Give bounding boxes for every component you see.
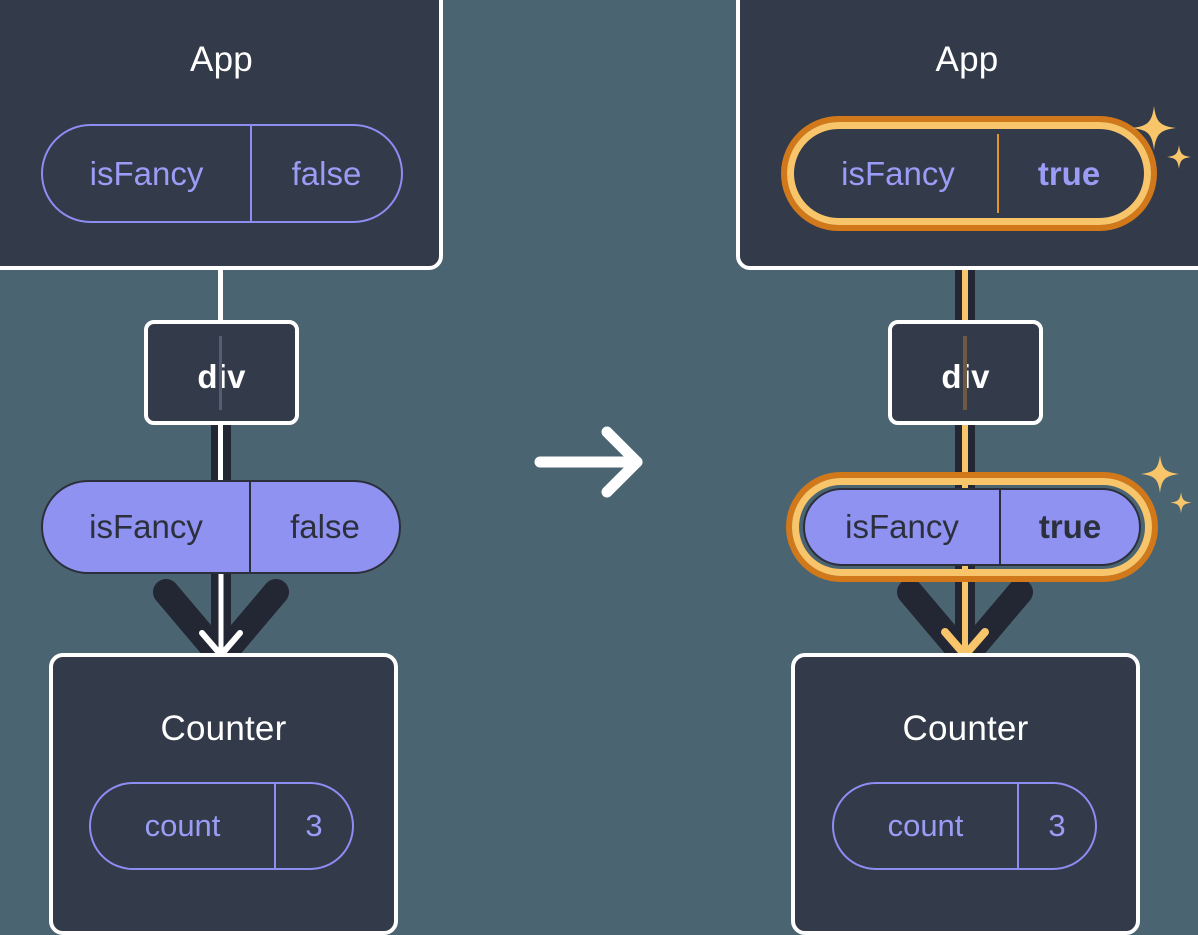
connector-div-to-pill-after-core — [962, 418, 968, 488]
pill-counter-count-after-value: 3 — [1017, 784, 1095, 868]
connector-through-div-after — [963, 336, 967, 410]
sparkles-icon-app-after — [1132, 106, 1191, 169]
connector-through-div-before — [219, 336, 222, 410]
panel-app-after-title: App — [935, 40, 999, 79]
pill-app-isfancy-after[interactable]: isFancy true — [797, 132, 1141, 215]
panel-counter-before-title: Counter — [160, 709, 287, 748]
pill-prop-isfancy-before-key: isFancy — [89, 508, 203, 545]
connector-app-to-div-after-core — [962, 218, 968, 326]
sparkles-icon-prop-after — [1141, 455, 1192, 514]
connector-div-to-pill-before-core — [218, 418, 223, 488]
pill-counter-count-before[interactable]: count 3 — [89, 782, 354, 870]
pill-prop-isfancy-before-value: false — [249, 482, 399, 572]
highlight-ring-prop-isfancy-after — [792, 478, 1152, 576]
pill-prop-isfancy-after-value: true — [999, 490, 1139, 564]
pill-prop-isfancy-after[interactable]: isFancy true — [803, 488, 1141, 566]
pill-counter-count-before-key: count — [144, 808, 221, 843]
pill-counter-count-after-key: count — [887, 808, 964, 843]
connector-app-to-div-before — [218, 262, 223, 324]
pill-prop-isfancy-before[interactable]: isFancy false — [41, 480, 401, 574]
highlight-ring-app-isfancy-after — [787, 122, 1151, 225]
arrow-right-icon — [534, 426, 643, 498]
panel-counter-after-title: Counter — [902, 709, 1029, 748]
panel-app-before-title: App — [190, 40, 253, 79]
pill-app-isfancy-before-value: false — [250, 126, 401, 221]
pill-counter-count-before-value: 3 — [274, 784, 352, 868]
pill-counter-count-after[interactable]: count 3 — [832, 782, 1097, 870]
pill-app-isfancy-after-value: true — [997, 134, 1139, 213]
pill-app-isfancy-before-key: isFancy — [89, 154, 204, 192]
pill-app-isfancy-after-key: isFancy — [841, 154, 955, 192]
pill-app-isfancy-before[interactable]: isFancy false — [41, 124, 403, 223]
pill-prop-isfancy-after-key: isFancy — [845, 508, 959, 545]
